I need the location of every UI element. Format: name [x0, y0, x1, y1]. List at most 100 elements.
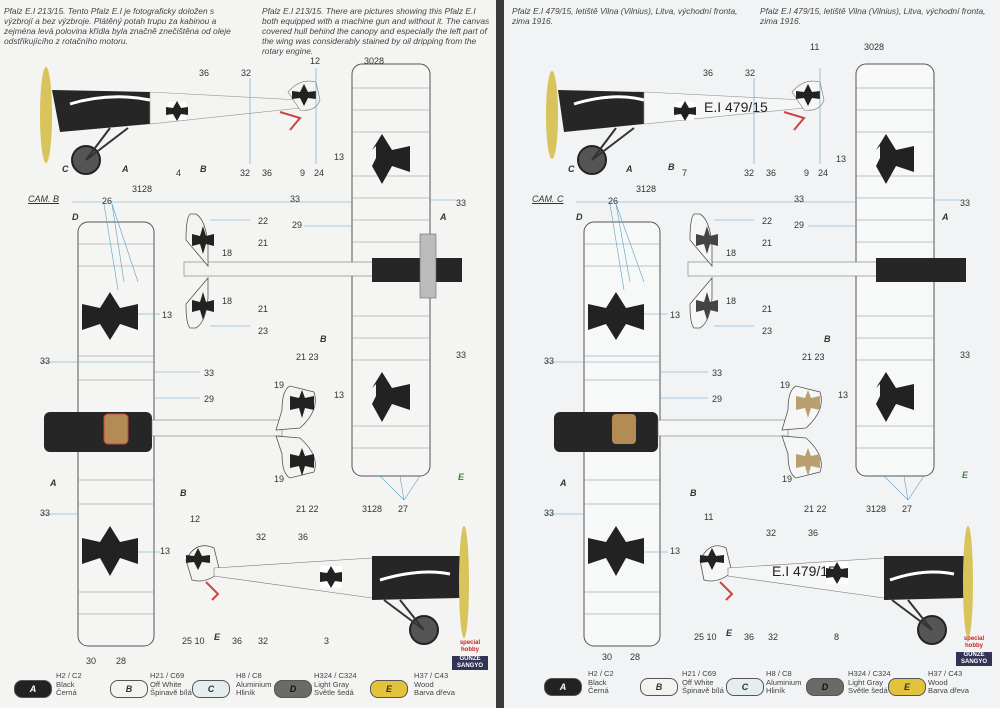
callout-30: 30: [86, 656, 97, 666]
callout-B2: B: [320, 334, 327, 344]
wing-cross-lower: [372, 372, 410, 422]
leader-lines-right: [544, 68, 960, 553]
swatch-light-gray: D: [274, 680, 312, 698]
r-callout-21b: 21: [762, 304, 773, 314]
r-callout-11b: 11: [704, 512, 714, 522]
side-view-bottom-right: [699, 526, 973, 645]
r-callout-D: D: [576, 212, 583, 222]
callout-36b: 36: [262, 168, 273, 178]
callout-26: 26: [102, 196, 113, 206]
r-callout-33c: 33: [960, 350, 971, 360]
callout-21b: 21: [258, 304, 269, 314]
callout-A: A: [122, 164, 129, 174]
callout-B: B: [200, 164, 207, 174]
caption-english-right: Pfalz E.I 479/15, letiště Vilna (Vilnius…: [760, 6, 986, 26]
side-view-bottom: [185, 526, 469, 645]
propeller: [40, 67, 52, 163]
r-callout-21: 21: [762, 238, 773, 248]
callout-4: 4: [176, 168, 182, 178]
callout-B3: B: [180, 488, 187, 498]
callout-13: 13: [334, 152, 345, 162]
r-callout-19b: 19: [782, 474, 793, 484]
leader-lines: [40, 68, 456, 553]
callout-27: 27: [398, 504, 409, 514]
r-callout-33e: 33: [712, 368, 723, 378]
top-view: [183, 63, 462, 477]
callout-21: 21: [258, 238, 269, 248]
r-callout-3128b: 3128: [866, 504, 887, 514]
callout-E2: E: [214, 632, 221, 642]
r-callout-33d: 33: [544, 356, 555, 366]
r-callout-E2: E: [726, 628, 733, 638]
serial-bottom: E.I 479/15: [772, 563, 836, 579]
r-callout-36d: 36: [744, 632, 755, 642]
r-callout-26: 26: [608, 196, 619, 206]
side-view-top: [40, 67, 321, 175]
r-callout-18b: 18: [726, 296, 737, 306]
r-callout-36: 36: [703, 68, 714, 78]
r-callout-32b: 32: [744, 168, 755, 178]
callout-A2: A: [440, 212, 447, 222]
callout-36: 36: [199, 68, 210, 78]
callout-9: 9: [300, 168, 306, 178]
side-view-top-right: [546, 71, 825, 175]
callout-13b: 13: [162, 310, 173, 320]
r-callout-13c: 13: [838, 390, 849, 400]
r-callout-36c: 36: [808, 528, 819, 538]
callout-3028: 3028: [364, 56, 385, 66]
swatch-off-white: B: [110, 680, 148, 698]
callout-29b: 29: [204, 394, 215, 404]
r-callout-18: 18: [726, 248, 737, 258]
bottom-view-right: [554, 221, 822, 647]
callout-2122: 21 22: [296, 504, 319, 514]
callout-33c: 33: [456, 350, 467, 360]
r-callout-B3: B: [690, 488, 697, 498]
r-callout-36b: 36: [766, 168, 777, 178]
callout-13c: 13: [334, 390, 345, 400]
r-callout-7: 7: [682, 168, 688, 178]
r-swatch-wood: E: [888, 678, 926, 696]
r-callout-29b: 29: [712, 394, 723, 404]
r-callout-33b: 33: [960, 198, 971, 208]
callout-33: 33: [290, 194, 301, 204]
gunze-logo-text: GUNZE SANGYO: [452, 656, 488, 670]
callout-D: D: [72, 212, 79, 222]
r-callout-8: 8: [834, 632, 840, 642]
callout-E: E: [458, 472, 465, 482]
callout-18: 18: [222, 248, 233, 258]
serial-top: E.I 479/15: [704, 99, 768, 115]
gunze-logo-text-right: GUNZE SANGYO: [956, 652, 992, 666]
r-callout-27: 27: [902, 504, 913, 514]
r-swatch-aluminium: C: [726, 678, 764, 696]
caption-english: Pfalz E.I 213/15. There are pictures sho…: [262, 6, 490, 56]
callout-A3: A: [50, 478, 57, 488]
top-view-right: [687, 63, 966, 477]
callout-32: 32: [241, 68, 252, 78]
callout-13d: 13: [160, 546, 171, 556]
r-callout-13b: 13: [670, 310, 681, 320]
callout-3128b: 3128: [362, 504, 383, 514]
pfalz-479-drawings: E.I 479/15: [544, 63, 973, 647]
r-callout-32: 32: [745, 68, 756, 78]
callout-33d: 33: [40, 356, 51, 366]
callout-3128: 3128: [132, 184, 153, 194]
wing-cross-upper: [372, 134, 410, 184]
swatch-wood: E: [370, 680, 408, 698]
callout-28: 28: [116, 656, 127, 666]
r-callout-29: 29: [794, 220, 805, 230]
r-callout-B: B: [668, 162, 675, 172]
callout-12: 12: [310, 56, 321, 66]
callout-33f: 33: [40, 508, 51, 518]
bottom-view: [44, 221, 316, 647]
callout-2510: 25 10: [182, 636, 205, 646]
r-callout-B2: B: [824, 334, 831, 344]
